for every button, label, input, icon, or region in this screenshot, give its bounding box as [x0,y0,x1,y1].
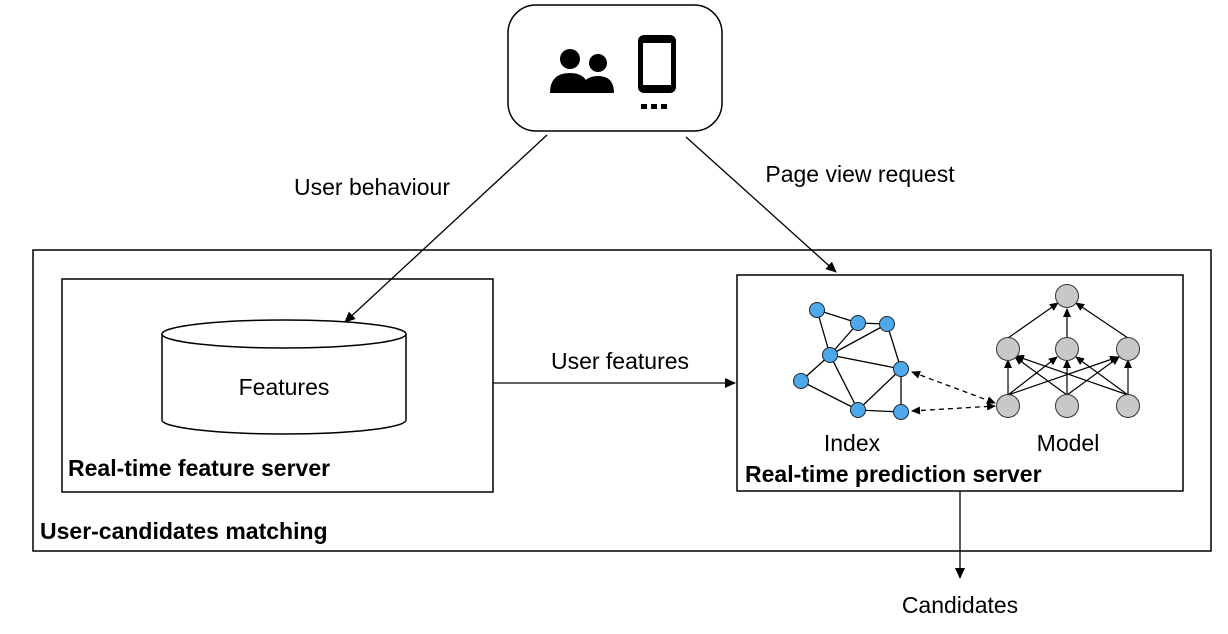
index-model-link-2 [911,402,996,415]
page-view-request-arrow [685,136,837,273]
candidates-label: Candidates [902,592,1018,618]
users-icon [550,49,614,93]
index-graph-icon [793,302,909,420]
prediction-server-title: Real-time prediction server [745,461,1042,487]
page-view-request-label: Page view request [765,161,955,187]
model-network-icon [996,284,1140,418]
user-behaviour-label: User behaviour [294,174,450,200]
index-label: Index [824,430,881,456]
user-behaviour-arrow [344,134,548,323]
matching-box-title: User-candidates matching [40,518,328,544]
user-candidates-matching-box: User-candidates matching [32,249,1212,552]
feature-server-title: Real-time feature server [68,455,330,481]
features-database-icon [161,319,407,435]
feature-server-box: Real-time feature server Features [61,278,494,493]
user-features-label: User features [551,348,689,374]
client-box [507,4,723,132]
features-store-label: Features [239,374,330,400]
index-model-link-1 [911,371,996,404]
mobile-phone-icon [638,35,676,109]
model-label: Model [1037,430,1100,456]
prediction-server-box: Real-time prediction server Index Model [736,274,1184,492]
